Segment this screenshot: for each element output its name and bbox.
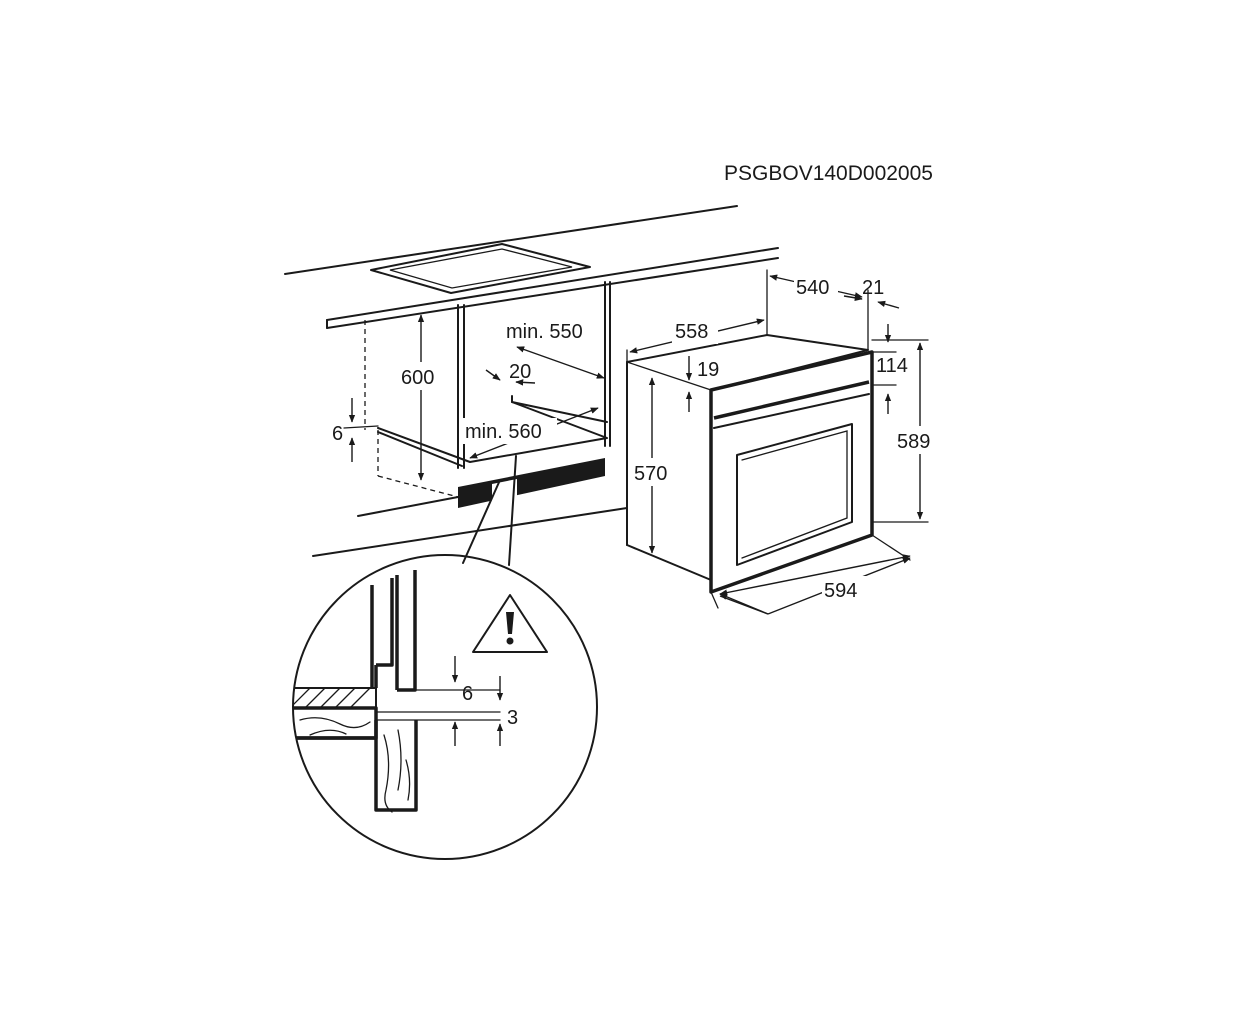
label-oven-total-width: 594 — [824, 580, 857, 602]
label-oven-panel-height: 114 — [876, 355, 908, 377]
label-oven-top-offset: 19 — [697, 359, 719, 381]
label-rear-gap: 20 — [509, 361, 531, 383]
dimension-558: 558 — [626, 318, 765, 363]
hob-icon — [370, 243, 591, 294]
dimension-min-560: min. 560 — [463, 407, 599, 459]
label-oven-total-height: 589 — [897, 431, 930, 453]
label-oven-depth-top: 540 — [796, 277, 829, 299]
kitchen-cabinet — [284, 205, 779, 557]
detail-callout: 6 3 — [292, 455, 598, 860]
dimension-21: 21 — [843, 277, 900, 309]
label-niche-width: min. 560 — [465, 421, 542, 443]
dimension-540: 540 — [766, 269, 869, 351]
diagram-title: PSGBOV140D002005 — [724, 162, 933, 185]
label-niche-depth: min. 550 — [506, 321, 583, 343]
dimension-114: 114 — [871, 324, 908, 414]
dimension-20: 20 — [485, 361, 536, 386]
dimension-589: 589 — [871, 339, 942, 523]
warning-triangle-icon — [472, 594, 548, 653]
label-oven-body-height: 570 — [634, 463, 667, 485]
detail-dimension-3: 3 — [496, 676, 518, 746]
label-oven-frame-depth: 21 — [862, 277, 884, 299]
dimension-594: 594 — [710, 534, 911, 615]
label-oven-body-width: 558 — [675, 321, 708, 343]
dimension-570: 570 — [631, 377, 677, 554]
label-floor-gap: 6 — [332, 423, 343, 445]
dimension-min-550: min. 550 — [506, 321, 605, 379]
dimension-19: 19 — [685, 356, 719, 412]
label-detail-gap-upper: 6 — [462, 683, 473, 705]
label-niche-height: 600 — [401, 367, 434, 389]
dimension-600: 600 — [398, 314, 444, 481]
detail-dimension-6: 6 — [451, 656, 473, 746]
dimension-6: 6 — [332, 398, 379, 462]
label-detail-gap-lower: 3 — [507, 707, 518, 729]
